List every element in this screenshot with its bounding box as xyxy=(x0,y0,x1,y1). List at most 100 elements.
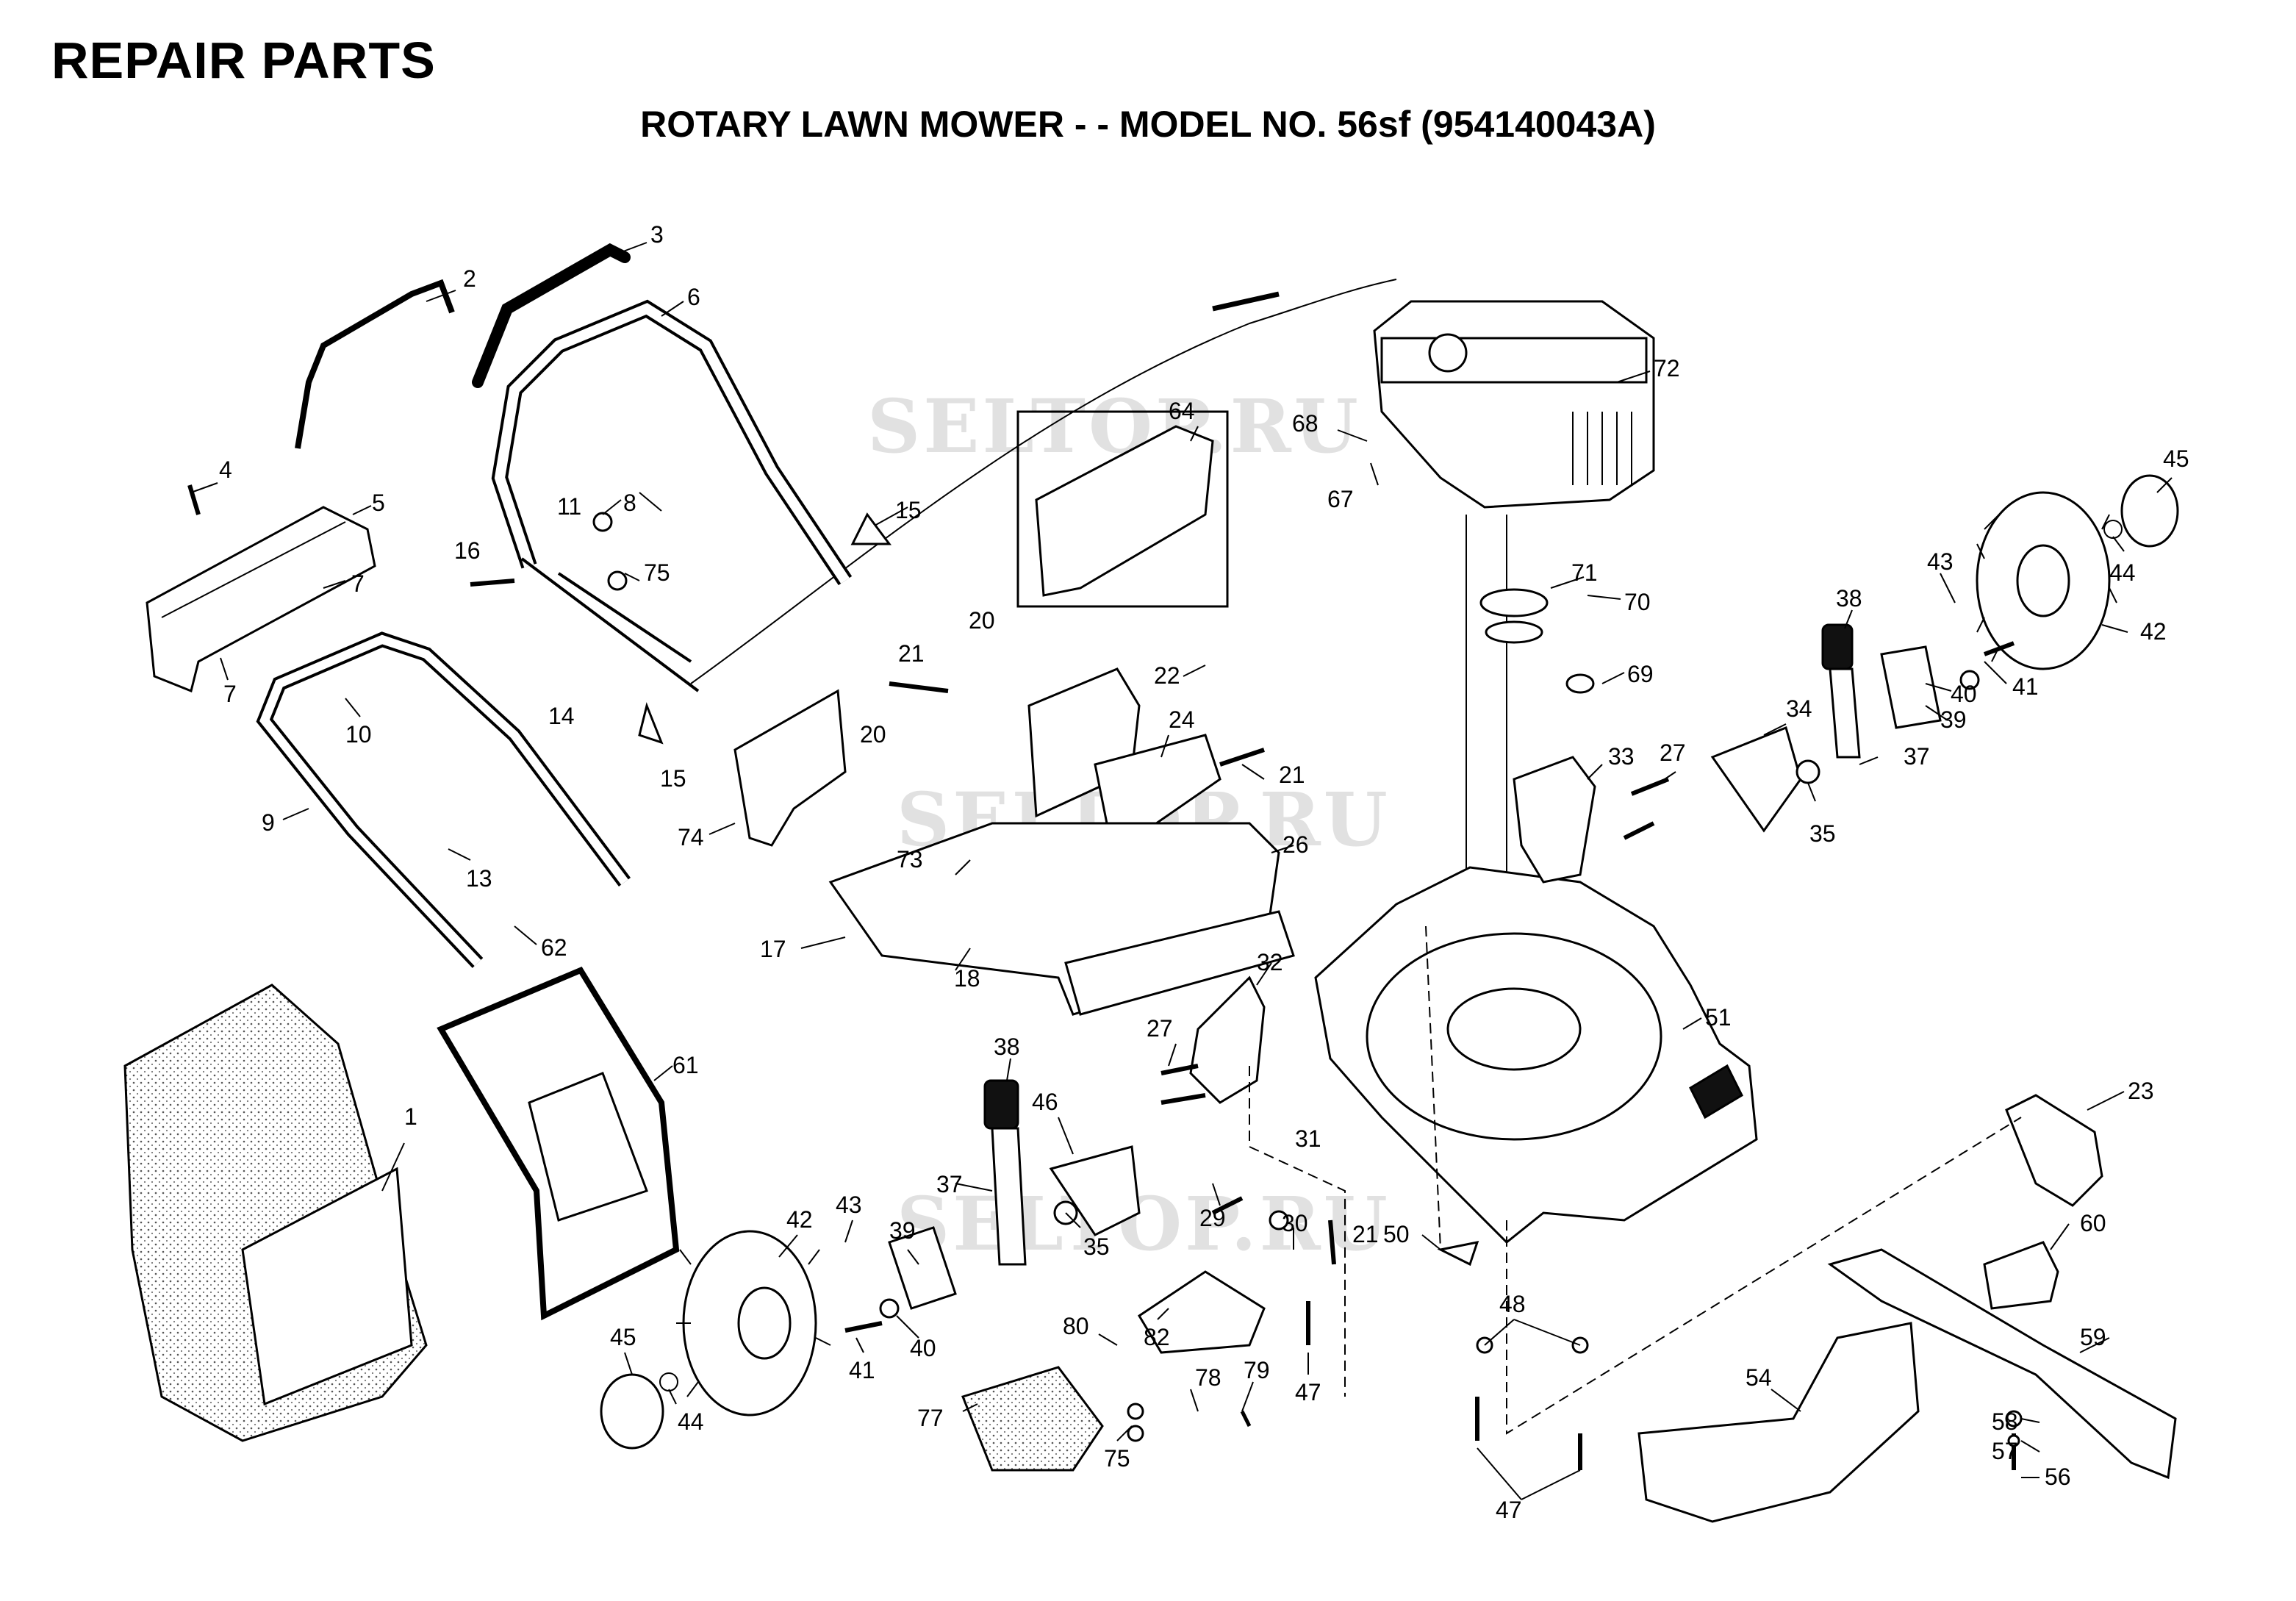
assembly-line xyxy=(1249,1066,1346,1397)
height-adjuster-bracket xyxy=(1189,975,1266,1104)
callout-17: 17 xyxy=(760,936,786,962)
callout-29: 29 xyxy=(1199,1205,1226,1231)
blade-insert xyxy=(1983,1241,2059,1310)
callout-34: 34 xyxy=(1786,695,1812,722)
callout-35: 35 xyxy=(1083,1233,1110,1260)
callout-3: 3 xyxy=(650,221,664,248)
upper-handle-lower xyxy=(520,557,700,692)
callout-10: 10 xyxy=(345,721,372,748)
grass-catcher-bag-opening xyxy=(241,1167,413,1406)
handle-rest-edge xyxy=(161,521,346,618)
catcher-frame-inner xyxy=(528,1072,648,1222)
callout-46: 46 xyxy=(1032,1089,1058,1115)
engine-shroud xyxy=(1380,337,1648,384)
cover xyxy=(1137,1270,1266,1354)
hub-cap xyxy=(2120,474,2179,548)
callout-50: 50 xyxy=(1383,1221,1410,1247)
callout-45: 45 xyxy=(610,1324,636,1350)
callout-44: 44 xyxy=(678,1408,704,1435)
callout-9: 9 xyxy=(262,809,275,836)
callout-30: 30 xyxy=(1282,1210,1308,1236)
page-title: REPAIR PARTS xyxy=(51,32,436,89)
callout-38: 38 xyxy=(994,1034,1020,1060)
height-lever-arm xyxy=(991,1127,1027,1266)
front-wheel-tread xyxy=(676,1249,831,1397)
callout-47: 47 xyxy=(1295,1379,1321,1405)
diagram-subtitle: ROTARY LAWN MOWER - - MODEL NO. 56sf (95… xyxy=(640,104,1656,145)
callout-72: 72 xyxy=(1654,355,1680,382)
callout-71: 71 xyxy=(1571,559,1598,586)
callout-37: 37 xyxy=(936,1171,963,1197)
callout-80: 80 xyxy=(1063,1313,1089,1339)
rear-baffle-lip xyxy=(1064,910,1295,1016)
callout-16: 16 xyxy=(454,537,481,564)
height-lever-arm xyxy=(1829,667,1861,759)
callout-44: 44 xyxy=(2109,559,2136,586)
callout-43: 43 xyxy=(836,1192,862,1218)
pulley xyxy=(1479,588,1549,617)
blade-adapter xyxy=(2005,1094,2103,1207)
callout-60: 60 xyxy=(2080,1210,2106,1236)
callout-38: 38 xyxy=(1836,585,1862,612)
callout-67: 67 xyxy=(1327,486,1354,512)
callout-6: 6 xyxy=(687,284,700,310)
engine xyxy=(1373,300,1655,509)
callout-31: 31 xyxy=(1295,1125,1321,1152)
callout-33: 33 xyxy=(1608,743,1635,770)
chute-door xyxy=(1035,425,1214,597)
callout-15: 15 xyxy=(660,765,686,792)
height-lever xyxy=(1821,623,1854,670)
wheel-bracket xyxy=(888,1226,957,1310)
callout-1: 1 xyxy=(404,1103,417,1130)
callout-77: 77 xyxy=(917,1405,944,1431)
cover xyxy=(961,1366,1104,1472)
hub-cap xyxy=(600,1373,664,1450)
chute-box xyxy=(1016,410,1229,608)
callout-56: 56 xyxy=(2045,1464,2071,1490)
height-adjuster-bracket xyxy=(1513,756,1596,884)
callout-18: 18 xyxy=(954,965,980,992)
catcher-frame xyxy=(437,966,680,1321)
callout-75: 75 xyxy=(644,559,670,586)
handle-grip xyxy=(472,243,631,388)
callout-51: 51 xyxy=(1705,1004,1732,1031)
callout-8: 8 xyxy=(623,490,636,516)
wheel-bracket xyxy=(1880,645,1942,729)
callout-14: 14 xyxy=(548,703,575,729)
control-cable xyxy=(690,279,1397,684)
callout-41: 41 xyxy=(2012,673,2039,700)
callout-7: 7 xyxy=(351,570,365,597)
callout-64: 64 xyxy=(1169,398,1195,424)
callout-20: 20 xyxy=(969,607,995,634)
assembly-line xyxy=(1506,1117,2022,1435)
front-wheel-hub xyxy=(737,1286,792,1360)
callout-11: 11 xyxy=(557,493,581,520)
callout-82: 82 xyxy=(1144,1324,1170,1350)
callout-4: 4 xyxy=(219,456,232,483)
callout-40: 40 xyxy=(910,1335,936,1361)
callout-59: 59 xyxy=(2080,1324,2106,1350)
callout-26: 26 xyxy=(1282,831,1309,858)
handle-rest xyxy=(146,506,376,693)
callout-75: 75 xyxy=(1104,1445,1130,1472)
callout-61: 61 xyxy=(672,1052,699,1078)
fasteners xyxy=(187,484,2023,1470)
callout-21: 21 xyxy=(1352,1221,1379,1247)
pulley-lower xyxy=(1485,620,1543,644)
callout-78: 78 xyxy=(1195,1364,1221,1391)
leader-lines xyxy=(190,242,2173,1500)
callout-40: 40 xyxy=(1951,681,1977,707)
lower-handle-inner xyxy=(259,634,628,967)
callout-27: 27 xyxy=(1660,739,1686,766)
callout-23: 23 xyxy=(2128,1078,2154,1104)
control-cable-end xyxy=(1212,291,1280,312)
callout-37: 37 xyxy=(1904,743,1930,770)
callout-62: 62 xyxy=(541,934,567,961)
callout-54: 54 xyxy=(1746,1364,1772,1391)
callout-45: 45 xyxy=(2163,445,2189,472)
callout-27: 27 xyxy=(1147,1015,1173,1042)
callout-58: 58 xyxy=(1992,1408,2018,1435)
callout-69: 69 xyxy=(1627,661,1654,687)
callout-73: 73 xyxy=(897,846,923,873)
